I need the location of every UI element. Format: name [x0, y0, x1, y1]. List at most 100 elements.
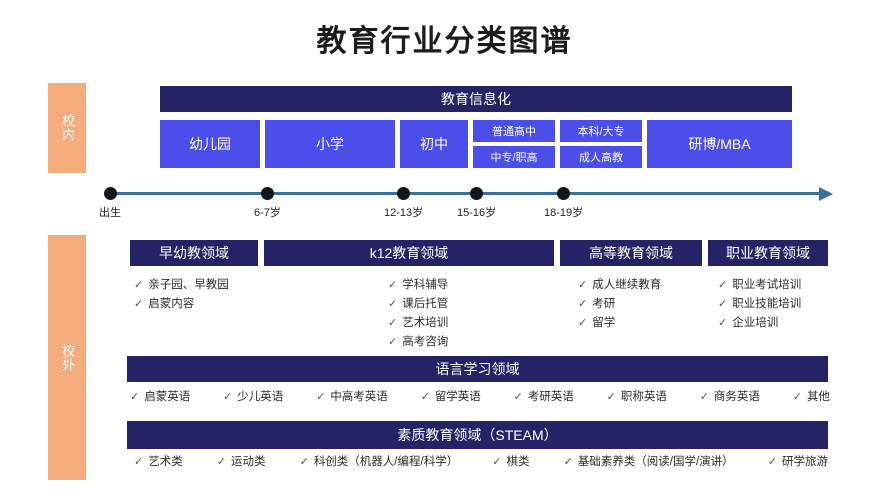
domain-header-k12: k12教育领域 [264, 240, 554, 266]
check-icon: ✓ [420, 391, 430, 403]
timeline-dot-icon [470, 187, 484, 200]
timeline-tick-2: 12-13岁 [384, 187, 423, 220]
check-icon: ✓ [134, 279, 144, 291]
list-item-label: 商务英语 [713, 391, 760, 403]
check-icon: ✓ [578, 317, 588, 329]
timeline-arrow-icon [819, 186, 833, 201]
checklist-higher-education: ✓ 成人继续教育 ✓考研 ✓ 留学 [578, 276, 661, 333]
check-icon: ✓ [767, 456, 777, 468]
checklist-vocational-education: ✓职业考试培训 ✓ 职业技能培训 ✓企业培训 [718, 276, 801, 333]
list-item-label: 启蒙英语 [144, 391, 191, 403]
list-item: ✓考研 [578, 295, 661, 314]
timeline-tick-3: 15-16岁 [457, 187, 496, 220]
list-item-label: 其他 [806, 391, 830, 403]
timeline-tick-label: 12-13岁 [384, 207, 424, 219]
timeline-dot-icon [260, 187, 274, 200]
list-item: ✓职称英语 [607, 389, 667, 405]
stage-box-junior-high: 初中 [400, 120, 468, 168]
stage-box-senior-high: 普通高中 [473, 120, 555, 142]
list-item-label: 考研 [592, 298, 616, 310]
check-icon: ✓ [388, 298, 398, 310]
rail-inside-text: 校内 [60, 114, 76, 142]
list-item: ✓ 艺术培训 [388, 314, 448, 333]
list-item: ✓ 启蒙英语 [130, 389, 190, 405]
check-icon: ✓ [606, 391, 616, 403]
domain-header-language-learning: 语言学习领域 [127, 356, 828, 382]
check-icon: ✓ [388, 317, 398, 329]
education-informatization-bar: 教育信息化 [160, 86, 792, 112]
list-item: ✓企业培训 [718, 314, 801, 333]
list-item-label: 职业技能培训 [732, 298, 802, 310]
check-icon: ✓ [134, 298, 144, 310]
list-item-label: 基础素养类（阅读/国学/演讲） [577, 456, 734, 468]
check-icon: ✓ [223, 391, 233, 403]
list-item-label: 职业考试培训 [732, 279, 802, 291]
list-item: ✓基础素养类（阅读/国学/演讲） [564, 454, 734, 470]
list-item: ✓ 中高考英语 [316, 389, 388, 405]
list-item-label: 少儿英语 [237, 391, 284, 403]
list-item-label: 运动类 [231, 456, 266, 468]
timeline-tick-label: 15-16岁 [457, 207, 497, 219]
list-item-label: 棋类 [506, 456, 530, 468]
age-timeline: 出生 6-7岁 12-13岁 15-16岁 18-19岁 [99, 186, 850, 222]
list-item: ✓ 亲子园、早教园 [134, 276, 229, 295]
check-icon: ✓ [216, 456, 227, 468]
stage-box-adult-higher: 成人高教 [560, 146, 642, 168]
timeline-tick-label: 6-7岁 [254, 207, 281, 219]
timeline-tick-label: 18-19岁 [544, 207, 584, 219]
stage-box-postgraduate: 研博/MBA [647, 120, 792, 168]
page-title: 教育行业分类图谱 [316, 25, 573, 58]
timeline-tick-4: 18-19岁 [544, 187, 583, 220]
domain-header-vocational-education: 职业教育领域 [708, 240, 828, 266]
list-item: ✓职业考试培训 [718, 276, 801, 295]
list-item: ✓ 高考咨询 [388, 333, 448, 352]
list-item-label: 企业培训 [732, 317, 779, 329]
list-item: ✓学科辅导 [388, 276, 448, 295]
list-item-label: 研学旅游 [781, 456, 828, 468]
check-icon: ✓ [388, 336, 398, 348]
rail-label-inside: 校内 [48, 83, 86, 173]
timeline-dot-icon [397, 187, 411, 200]
list-item: ✓ 留学英语 [421, 389, 481, 405]
list-item: ✓ 考研英语 [514, 389, 574, 405]
list-item-label: 艺术培训 [402, 317, 449, 329]
list-item: ✓ 留学 [578, 314, 661, 333]
list-item: ✓ 棋类 [492, 454, 529, 470]
checklist-quality-education-steam: ✓艺术类✓运动类✓科创类（机器人/编程/科学）✓棋类✓基础素养类（阅读/国学/演… [134, 454, 828, 470]
list-item: ✓ 运动类 [217, 454, 266, 470]
timeline-dot-icon [557, 187, 571, 200]
checklist-early-childhood: ✓ 亲子园、早教园 ✓ 启蒙内容 [134, 276, 229, 314]
list-item-label: 课后托管 [402, 298, 449, 310]
list-item-label: 成人继续教育 [592, 279, 662, 291]
list-item: ✓ 研学旅游 [768, 454, 828, 470]
stage-box-primary: 小学 [265, 120, 395, 168]
list-item-label: 考研英语 [527, 391, 574, 403]
check-icon: ✓ [316, 391, 326, 403]
list-item-label: 科创类（机器人/编程/科学） [313, 456, 459, 468]
check-icon: ✓ [130, 391, 140, 403]
rail-label-outside: 校外 [48, 235, 86, 480]
list-item-label: 留学英语 [434, 391, 481, 403]
timeline-dot-icon [103, 187, 117, 200]
list-item: ✓其他 [793, 389, 830, 405]
list-item-label: 启蒙内容 [148, 298, 195, 310]
timeline-tick-0: 出生 [99, 187, 121, 220]
list-item-label: 高考咨询 [402, 336, 449, 348]
check-icon: ✓ [578, 279, 588, 291]
check-icon: ✓ [492, 456, 502, 468]
list-item: ✓商务英语 [700, 389, 760, 405]
list-item: ✓ 职业技能培训 [718, 295, 801, 314]
list-item: ✓ 科创类（机器人/编程/科学） [300, 454, 459, 470]
list-item-label: 中高考英语 [330, 391, 388, 403]
list-item: ✓ 启蒙内容 [134, 295, 229, 314]
list-item-label: 亲子园、早教园 [148, 279, 229, 291]
check-icon: ✓ [299, 456, 309, 468]
list-item: ✓ 课后托管 [388, 295, 448, 314]
list-item: ✓艺术类 [134, 454, 183, 470]
check-icon: ✓ [718, 298, 728, 310]
check-icon: ✓ [513, 391, 523, 403]
list-item-label: 留学 [592, 317, 616, 329]
checklist-language-learning: ✓启蒙英语✓少儿英语✓中高考英语✓留学英语✓考研英语✓职称英语✓商务英语✓其他 [130, 389, 830, 405]
stage-box-vocational-high: 中专/职高 [473, 146, 555, 168]
